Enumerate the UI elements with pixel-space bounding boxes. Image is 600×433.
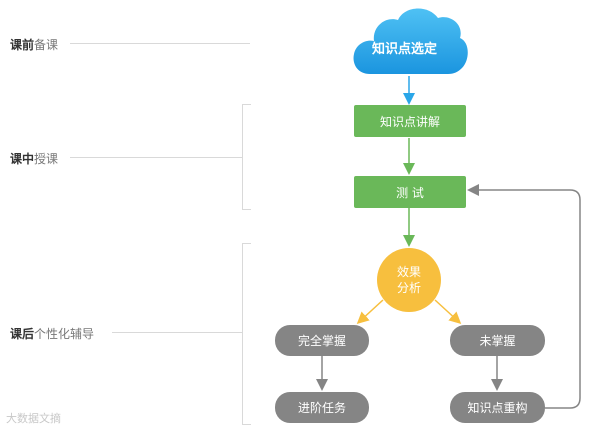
node-effect-analysis: 效果 分析 — [377, 248, 441, 312]
arrow-effect-to-mastered — [356, 299, 384, 325]
bracket-after-class — [242, 243, 251, 425]
stage-before-light: 备课 — [34, 38, 59, 52]
effect-line-2: 分析 — [396, 281, 421, 295]
divider-in-class — [70, 157, 242, 158]
stage-in-light: 授课 — [34, 152, 59, 166]
stage-after-light: 个性化辅导 — [34, 327, 95, 341]
stage-label-after-class: 课后个性化辅导 — [10, 325, 94, 342]
divider-before-class — [70, 43, 250, 44]
node-fully-mastered: 完全掌握 — [275, 325, 369, 356]
node-topic-explanation: 知识点讲解 — [354, 105, 466, 137]
divider-after-class — [112, 332, 242, 333]
node-test: 测 试 — [354, 176, 466, 208]
stage-after-strong: 课后 — [10, 327, 35, 341]
stage-before-strong: 课前 — [10, 38, 35, 52]
node-not-mastered: 未掌握 — [450, 325, 545, 356]
stage-label-before-class: 课前备课 — [10, 36, 58, 53]
arrow-reconstruct-loop-to-test — [467, 184, 581, 409]
stage-in-strong: 课中 — [10, 152, 35, 166]
node-topic-selection: 知识点选定 — [372, 42, 438, 57]
watermark: 大数据文摘 — [6, 412, 61, 425]
arrow-effect-to-not-mastered — [434, 299, 462, 325]
bracket-in-class — [242, 104, 251, 210]
effect-line-1: 效果 — [396, 265, 421, 279]
node-topic-reconstruction: 知识点重构 — [450, 392, 545, 423]
node-advanced-task: 进阶任务 — [275, 392, 369, 423]
stage-label-in-class: 课中授课 — [10, 150, 58, 167]
cloud-icon — [353, 8, 468, 74]
